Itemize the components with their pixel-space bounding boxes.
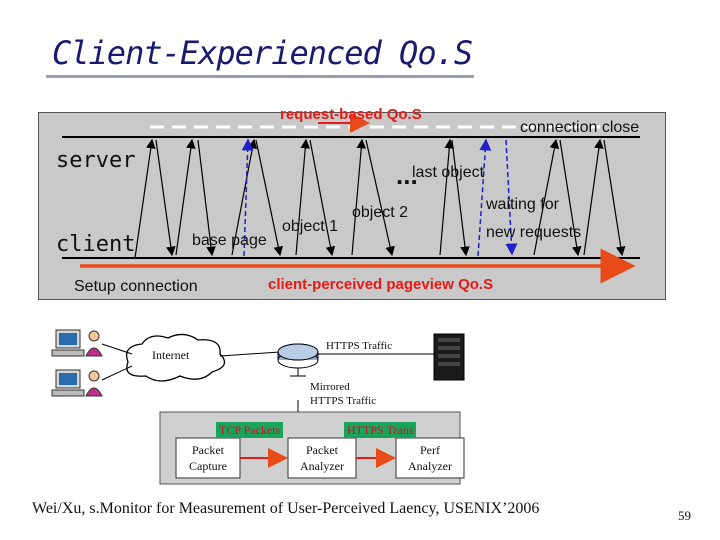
packet-analyzer-label: Packet Analyzer (288, 442, 356, 474)
router-icon (277, 343, 319, 369)
mirrored-traffic-label: Mirrored HTTPS Traffic (310, 380, 376, 408)
server-tower-icon (433, 333, 465, 381)
packet-capture-box (175, 437, 241, 479)
internet-label: Internet (152, 348, 190, 362)
cloud-icon (125, 333, 226, 382)
packet-capture-label: Packet Capture (176, 442, 240, 474)
perf-analyzer-line2: Analyzer (408, 459, 452, 473)
packet-capture-line1: Packet (192, 443, 224, 457)
packet-analyzer-box (287, 437, 357, 479)
packet-capture-line2: Capture (189, 459, 227, 473)
object-2-label: object 2 (352, 204, 409, 221)
client-label: client (56, 232, 136, 257)
ellipsis-label: ... (396, 160, 418, 190)
waiting-label-line1: waiting for (486, 196, 559, 213)
last-object-label: last object (412, 164, 485, 181)
waiting-label-line2: new requests (486, 224, 582, 241)
perf-analyzer-box (395, 437, 465, 479)
object-1-label: object 1 (282, 218, 339, 235)
perf-analyzer-line1: Perf (420, 443, 440, 457)
citation: Wei/Xu, s.Monitor for Measurement of Use… (32, 500, 540, 517)
blue-dashed-arrows (241, 138, 518, 257)
mirrored-line1: Mirrored (310, 381, 350, 393)
server-label: server (56, 148, 136, 173)
https-trans-tag: HTTPS Trans (344, 422, 417, 438)
packet-analyzer-line2: Analyzer (300, 459, 344, 473)
user-computer-icon (51, 329, 103, 357)
perf-analyzer-label: Perf Analyzer (396, 442, 464, 474)
https-traffic-label: HTTPS Traffic (326, 340, 393, 352)
message-arrows (134, 138, 626, 259)
user-computer-icon (51, 369, 103, 397)
setup-connection-label: Setup connection (74, 278, 198, 295)
base-page-label: base page (192, 232, 267, 249)
connection-close-label: connection close (520, 119, 640, 136)
slide-title: Client-Experienced Qo.S (52, 34, 473, 72)
request-qos-label: request-based Qo.S (280, 106, 422, 123)
pageview-qos-label: client-perceived pageview Qo.S (268, 276, 494, 293)
page-number: 59 (678, 508, 691, 523)
mirrored-line2: HTTPS Traffic (310, 395, 377, 407)
packet-analyzer-line1: Packet (306, 443, 338, 457)
tcp-packets-tag: TCP Packets (216, 422, 284, 438)
title-underline (46, 75, 474, 78)
